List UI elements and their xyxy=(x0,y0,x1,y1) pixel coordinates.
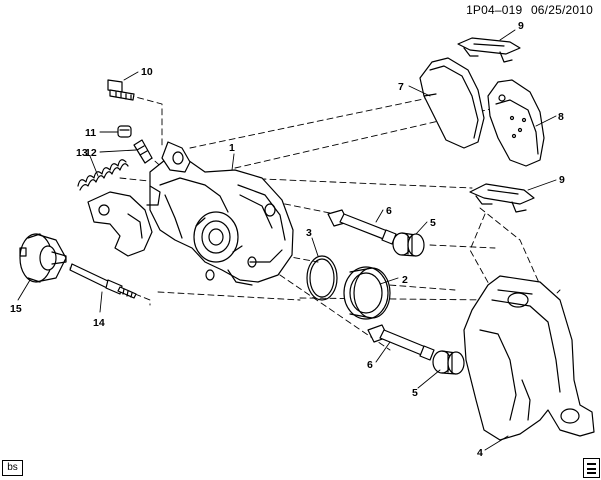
return-spring xyxy=(77,159,129,191)
callout-6-upper: 6 xyxy=(386,205,392,217)
callout-14: 14 xyxy=(93,317,105,329)
gm-logo-icon xyxy=(583,458,600,478)
callout-4: 4 xyxy=(477,447,483,459)
brake-pad-inner xyxy=(419,57,485,149)
park-actuator xyxy=(19,233,67,283)
callout-9-lower: 9 xyxy=(559,174,565,186)
diagram-code: 1P04–019 xyxy=(466,3,523,17)
bs-tag: bs xyxy=(2,460,23,476)
guide-boot-lower xyxy=(432,350,465,375)
abutment-clip-upper xyxy=(457,37,521,63)
diagram-header: 1P04–019 06/25/2010 xyxy=(466,3,593,17)
guide-pin-upper xyxy=(327,209,397,245)
adjuster-pin xyxy=(69,263,137,299)
caliper-bracket xyxy=(463,275,595,441)
callout-3: 3 xyxy=(306,227,312,239)
abutment-clip-lower xyxy=(469,183,535,213)
callout-12: 12 xyxy=(85,147,97,159)
callout-8: 8 xyxy=(558,111,564,123)
bleeder-cap xyxy=(117,125,132,138)
bolt xyxy=(107,79,135,101)
callout-1: 1 xyxy=(229,142,235,154)
bleeder-valve xyxy=(133,139,153,164)
callout-7: 7 xyxy=(398,81,404,93)
piston-boot xyxy=(343,266,391,320)
callout-2: 2 xyxy=(402,274,408,286)
callout-9-upper: 9 xyxy=(518,20,524,32)
callout-10: 10 xyxy=(141,66,153,78)
callout-11: 11 xyxy=(85,127,96,139)
caliper-housing xyxy=(87,141,294,286)
diagram-date: 06/25/2010 xyxy=(530,3,593,17)
callout-5-lower: 5 xyxy=(412,387,418,399)
callout-15: 15 xyxy=(10,303,22,315)
piston-seal xyxy=(306,255,338,301)
brake-pad-outer xyxy=(487,79,545,167)
leader-lines xyxy=(17,29,557,451)
guide-boot-upper xyxy=(392,232,425,257)
guide-pin-lower xyxy=(367,324,435,361)
callout-5-upper: 5 xyxy=(430,217,436,229)
callout-13: 13 xyxy=(76,147,88,159)
callout-6-lower: 6 xyxy=(367,359,373,371)
callouts: 1 2 3 4 5 5 6 6 7 8 9 9 10 11 12 13 14 1… xyxy=(10,20,565,459)
